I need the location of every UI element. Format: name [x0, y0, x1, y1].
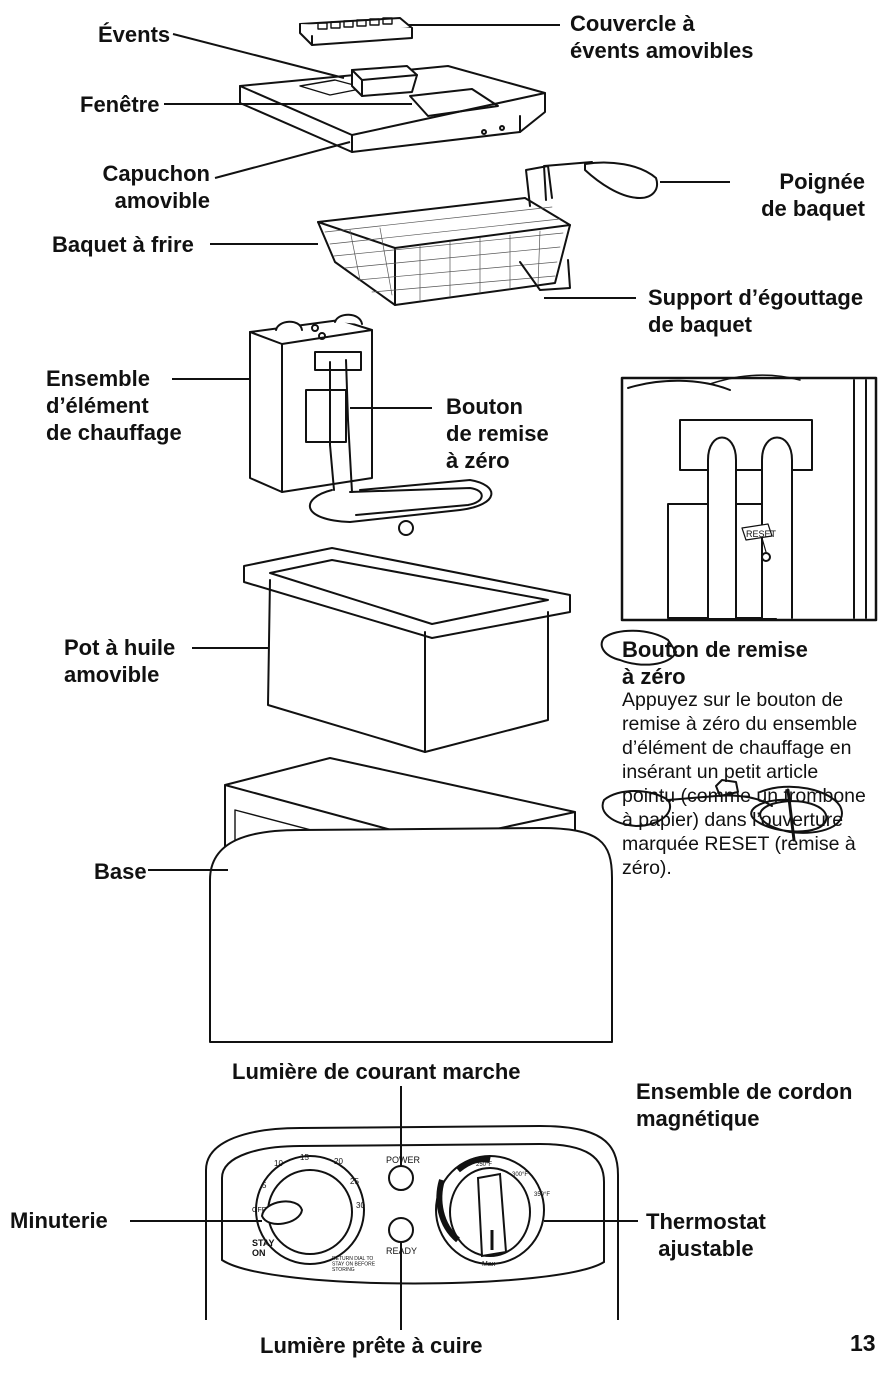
heating-element-illustration — [249, 313, 493, 536]
timer-mark-10: 10 — [274, 1159, 283, 1168]
timer-mark-5: 5 — [262, 1181, 267, 1190]
temp-mark-350: 350°F — [534, 1192, 550, 1198]
control-panel-illustration — [209, 827, 613, 1043]
page-number: 13 — [850, 1330, 876, 1356]
label-basket-handle: Poignée de baquet — [761, 169, 865, 221]
vented-lid-illustration — [299, 17, 413, 46]
timer-mark-25: 25 — [350, 1177, 359, 1186]
timer-mark-off: OFF — [252, 1207, 266, 1214]
timer-mark-15: 15 — [300, 1153, 309, 1162]
magnetic-cord-illustration — [600, 629, 843, 842]
reset-inset-illustration — [620, 374, 878, 622]
label-window: Fenêtre — [80, 92, 160, 117]
label-removable-cap: Capuchon amovible — [102, 161, 210, 213]
label-reset-button: Bouton de remise à zéro — [446, 394, 549, 473]
label-oil-pot: Pot à huile amovible — [64, 635, 176, 687]
label-power-light: Lumière de courant marche — [232, 1059, 521, 1084]
label-heating-assembly: Ensemble d’élément de chauffage — [46, 366, 182, 445]
fry-basket-illustration — [317, 161, 658, 306]
label-cord: Ensemble de cordon magnétique — [636, 1079, 853, 1131]
removable-cap-illustration — [239, 65, 546, 153]
label-timer: Minuterie — [10, 1208, 108, 1233]
reset-inset-description: Appuyez sur le bouton de remise à zéro d… — [622, 689, 866, 879]
temp-mark-250: 250°F — [476, 1162, 492, 1168]
timer-mark-20: 20 — [334, 1157, 343, 1166]
power-text: POWER — [386, 1155, 421, 1165]
label-thermostat: Thermostat ajustable — [646, 1209, 766, 1261]
label-ready-light: Lumière prête à cuire — [260, 1333, 483, 1358]
timer-mark-30: 30 — [356, 1201, 365, 1210]
reset-inset-title: Bouton de remise à zéro — [622, 637, 808, 689]
label-vents: Évents — [98, 22, 171, 47]
label-base: Base — [94, 859, 147, 884]
oil-pot-illustration — [243, 547, 571, 753]
label-drain-support: Support d’égouttage de baquet — [648, 285, 864, 337]
temp-mark-300: 300°F — [512, 1172, 528, 1178]
label-fry-basket: Baquet à frire — [52, 232, 194, 257]
temp-mark-max: Max — [482, 1261, 496, 1268]
label-vented-lid: Couvercle à évents amovibles — [570, 11, 754, 63]
reset-tag-text: RESET — [746, 529, 777, 539]
